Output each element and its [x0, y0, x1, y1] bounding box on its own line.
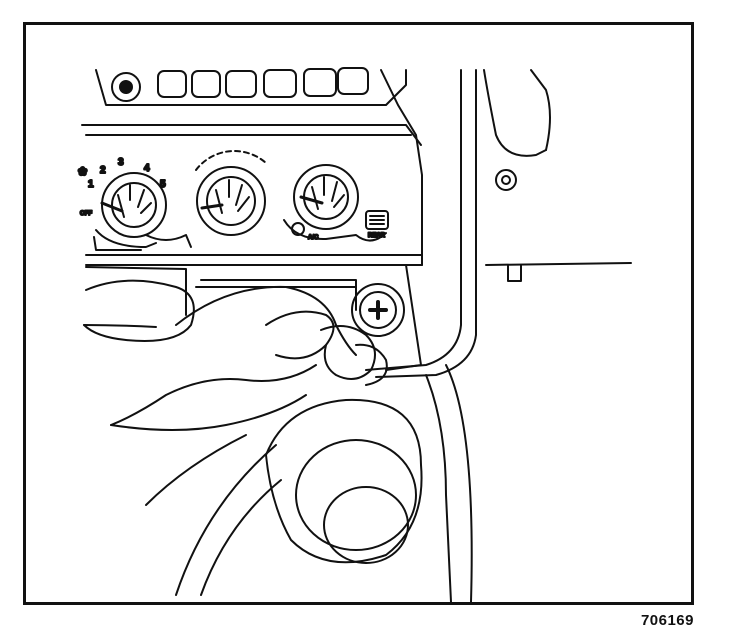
- shift-knob: [175, 364, 473, 602]
- fan-speed-3: 3: [118, 157, 124, 168]
- lower-controls: [93, 210, 389, 251]
- mode-knob: [293, 164, 359, 230]
- top-buttons: [111, 67, 369, 102]
- top-button-4: [263, 69, 297, 98]
- top-button-3: [225, 70, 257, 98]
- door-bolt: [495, 169, 517, 191]
- temp-knob: [195, 150, 267, 236]
- fan-speed-5: 5: [160, 179, 166, 190]
- fan-speed-4: 4: [144, 163, 150, 174]
- illustration-frame: ❀ 1 2 3 4 5 OFF A/C REAR: [23, 22, 694, 605]
- top-button-5: [303, 68, 337, 97]
- fan-off-label: OFF: [80, 211, 92, 217]
- fan-speed-1: 1: [88, 179, 94, 190]
- dash-bezel: [81, 69, 423, 371]
- fan-speed-2: 2: [100, 165, 106, 176]
- hand: [83, 279, 388, 506]
- top-button-1: [157, 70, 187, 98]
- top-knob: [111, 72, 141, 102]
- rear-defrost-button: [365, 210, 389, 230]
- fan-knob: [100, 172, 167, 238]
- sun-icon: [291, 222, 305, 236]
- thumb: [83, 279, 195, 342]
- lighter-socket: [351, 283, 405, 337]
- lower-pocket: [85, 266, 357, 316]
- top-button-6: [337, 67, 369, 95]
- door-pillar: [365, 69, 632, 378]
- fan-icon-label: ❀: [78, 166, 87, 178]
- figure-id-label: 706169: [640, 612, 694, 629]
- rear-label: REAR: [368, 233, 386, 239]
- dashboard-illustration: ❀ 1 2 3 4 5 OFF A/C REAR: [77, 67, 632, 602]
- top-button-2: [191, 70, 221, 98]
